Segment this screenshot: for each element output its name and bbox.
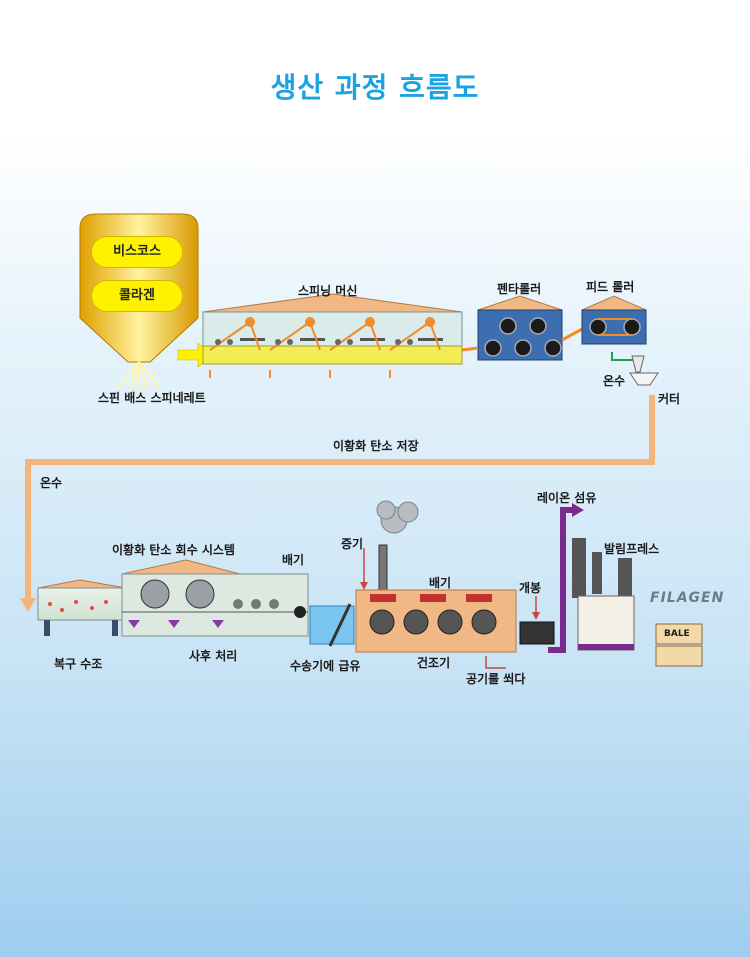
after-treatment-machine	[121, 559, 309, 637]
label-cs2-storage: 이황화 탄소 저장	[333, 439, 419, 453]
label-conveyor-feed: 수송기에 급유	[290, 659, 361, 673]
label-cs2-recovery: 이황화 탄소 회수 시스템	[112, 543, 235, 557]
flow-arrow-left	[20, 598, 36, 612]
label-exhaust-2: 배기	[429, 576, 452, 590]
opening-unit	[519, 596, 555, 645]
label-warm-water-top: 온수	[603, 374, 626, 388]
dryer-machine	[355, 589, 517, 653]
fiber-flow-line	[25, 395, 655, 598]
label-feed-roller: 피드 롤러	[586, 280, 635, 294]
conveyor-feed	[309, 603, 355, 647]
steam-chimney	[376, 500, 419, 592]
label-cutter: 커터	[658, 392, 681, 406]
label-steam: 증기	[341, 537, 364, 551]
label-spinning-machine: 스피닝 머신	[298, 284, 358, 298]
label-exhaust-1: 배기	[282, 553, 305, 567]
bale-press	[572, 538, 635, 651]
air-arrow	[485, 656, 506, 669]
filagen-logo: FILAGEN	[650, 590, 725, 606]
hopper-viscose: 비스코스	[91, 236, 183, 268]
label-spin-bath: 스핀 배스 스피네레트	[98, 391, 206, 405]
recovery-tank	[37, 579, 127, 636]
rayon-fiber-pipe	[548, 507, 576, 653]
label-bale-press: 발림프레스	[604, 542, 660, 556]
label-bale: BALE	[664, 629, 690, 639]
label-warm-water-left: 온수	[40, 476, 63, 490]
label-after-treatment: 사후 처리	[189, 649, 238, 663]
label-opening: 개봉	[519, 581, 542, 595]
label-dryer: 건조기	[417, 656, 451, 670]
spinning-machine	[202, 293, 463, 378]
cutter-unit	[611, 352, 659, 386]
page-title: 생산 과정 흐름도	[270, 71, 480, 104]
label-recovery-tank: 복구 수조	[54, 657, 103, 671]
label-air-blow: 공기를 쐬다	[466, 672, 526, 686]
bale-stack	[655, 623, 703, 667]
hopper-collagen: 콜라겐	[91, 280, 183, 312]
label-penta-roller: 펜타롤러	[497, 282, 542, 296]
penta-roller-machine	[461, 295, 585, 361]
label-rayon-fiber: 레이온 섬유	[537, 491, 597, 505]
feed-roller-machine	[581, 295, 647, 345]
